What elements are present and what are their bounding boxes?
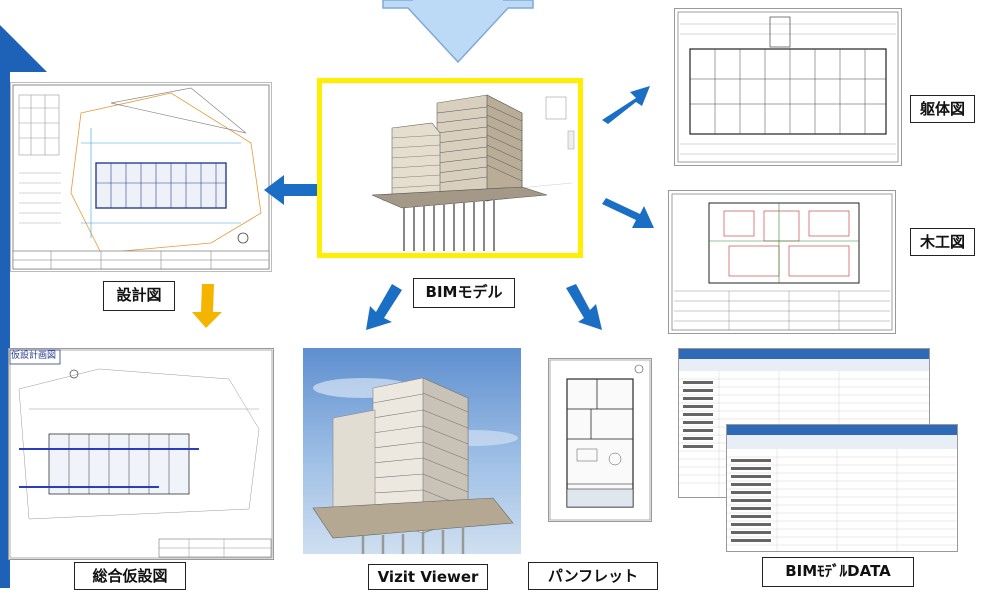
arrow-to-temporary: [192, 284, 222, 328]
viewer-label: Vizit Viewer: [368, 564, 488, 590]
structure-drawing: [674, 8, 902, 166]
design-label: 設計図: [103, 281, 175, 311]
top-down-arrow: [382, 0, 534, 64]
vizit-viewer-render: [303, 348, 521, 554]
pamphlet-label: パンフレット: [528, 562, 658, 590]
structure-label: 躯体図: [910, 95, 975, 123]
bim-data-sheet-front: [726, 424, 958, 552]
arrow-to-pamphlet: [566, 284, 602, 330]
carpentry-drawing: [668, 190, 896, 334]
left-flow-arrow: [0, 25, 47, 588]
arrow-to-design: [264, 175, 318, 205]
carpentry-label: 木工図: [910, 228, 975, 256]
temporary-label: 総合仮設図: [74, 562, 186, 590]
arrow-to-structure: [602, 86, 650, 124]
arrow-to-carpentry: [602, 198, 654, 228]
arrow-to-viewer: [366, 284, 402, 330]
pamphlet-floorplan: [548, 358, 652, 522]
bim-model-view: [317, 78, 583, 258]
bim-model-label: BIMモデル: [413, 278, 515, 308]
temporary-plan-drawing: 仮設計画図: [8, 348, 274, 560]
temporary-sheet-title: 仮設計画図: [11, 351, 57, 361]
bim-data-label: BIMﾓﾃﾞﾙDATA: [762, 557, 914, 587]
design-drawing: [10, 82, 272, 272]
